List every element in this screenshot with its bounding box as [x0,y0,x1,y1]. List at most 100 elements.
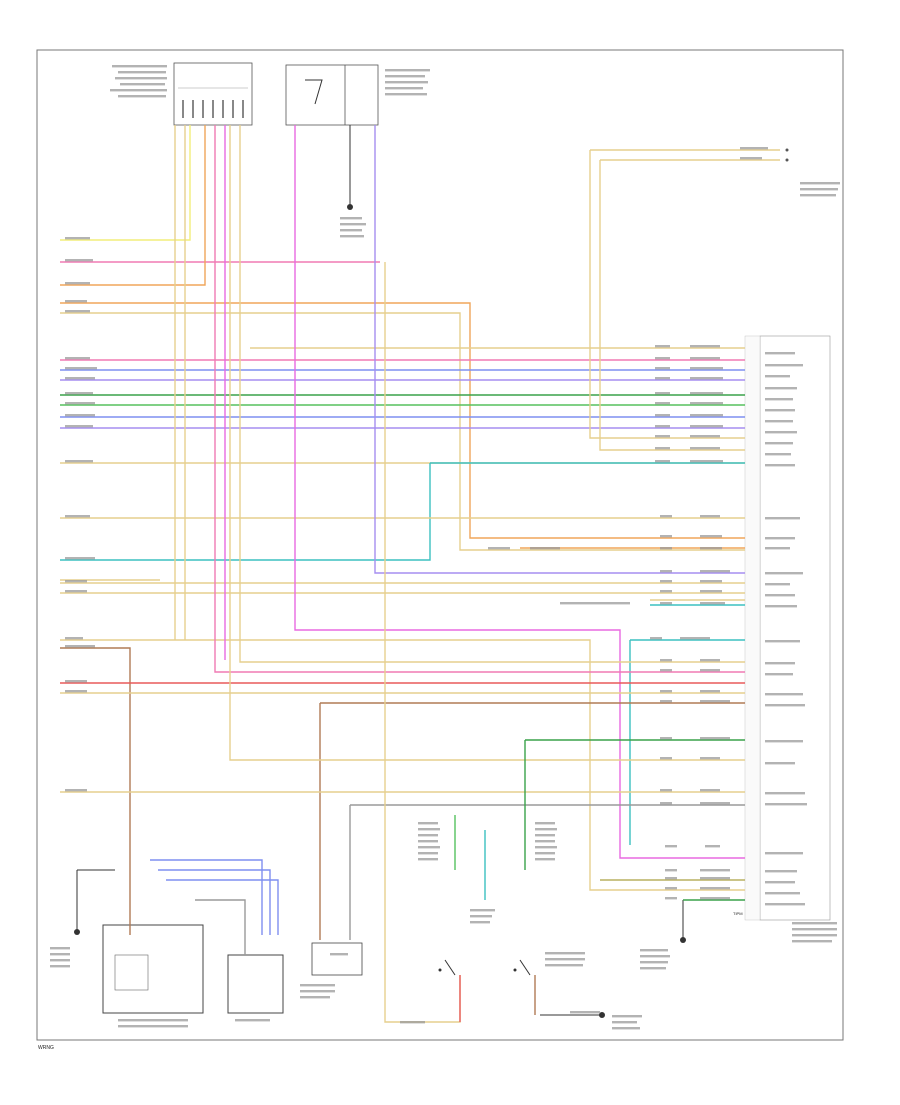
wire-blue-43 [166,879,279,935]
label-bar-88 [700,690,720,693]
label-bar-64 [660,515,672,518]
brake-switch-right [513,959,531,976]
label-bar-76 [660,590,672,593]
label-bar-24 [65,310,90,313]
label-bar-17 [800,182,840,185]
label-bar-179 [50,959,70,962]
label-bar-115 [765,420,793,423]
label-bar-152 [535,822,555,825]
label-bar-97 [660,802,672,805]
wire-brown-32 [319,702,745,940]
label-bar-178 [50,953,70,956]
neutral-switch-box [285,64,379,126]
label-bar-5 [118,95,166,98]
label-bar-3 [120,83,165,86]
instrument-cluster [227,954,284,1014]
label-bar-119 [765,464,795,467]
label-bar-39 [65,680,87,683]
label-bar-44 [655,357,670,360]
label-bar-62 [655,460,670,463]
label-bar-77 [700,590,722,593]
label-bar-8 [385,81,428,84]
brake-switch-left [438,959,456,976]
label-bar-167 [640,961,668,964]
label-bar-99 [665,845,677,848]
label-bar-128 [765,662,795,665]
label-bar-72 [660,570,672,573]
fuel-pump-module [102,924,204,1014]
label-bar-52 [655,402,670,405]
label-bar-151 [418,858,438,861]
pcm-connector [744,335,831,921]
label-bar-182 [118,1025,188,1028]
label-bar-105 [665,887,677,890]
label-bar-16 [740,157,762,160]
label-bar-116 [765,431,797,434]
label-bar-159 [470,909,495,912]
label-bar-162 [545,952,585,955]
label-bar-1 [118,71,166,74]
sensor-pin-2 [202,100,204,118]
wire-orange-3 [60,302,745,539]
label-bar-7 [385,75,425,78]
label-bar-132 [765,740,803,743]
sensor-pin-0 [182,100,184,118]
label-bar-38 [65,645,95,648]
label-bar-107 [665,897,677,900]
label-bar-171 [300,996,330,999]
label-bar-43 [690,345,720,348]
label-bar-13 [340,229,362,232]
footer-code: WRNG [38,1045,54,1051]
label-bar-20 [65,237,90,240]
label-bar-106 [700,887,730,890]
label-bar-94 [700,757,720,760]
label-bar-172 [612,1015,642,1018]
wire-dkgreen-36 [524,739,745,870]
sensor-pin-4 [222,100,224,118]
label-bar-114 [765,409,795,412]
label-bar-57 [690,425,723,428]
label-bar-173 [612,1021,637,1024]
label-bar-58 [655,435,670,438]
wire-tan-26 [60,639,745,891]
label-bar-158 [535,858,555,861]
label-bar-83 [660,659,672,662]
label-bar-118 [765,453,791,456]
label-bar-82 [680,637,710,640]
label-bar-90 [700,700,730,703]
sensor-pin-5 [232,100,234,118]
label-bar-95 [660,789,672,792]
label-bar-135 [765,803,807,806]
label-bar-15 [740,147,768,150]
label-bar-147 [418,834,438,837]
label-bar-123 [765,572,803,575]
label-bar-42 [655,345,670,348]
sensor-pin-1 [192,100,194,118]
label-bar-41 [65,789,87,792]
label-bar-49 [690,377,723,380]
label-bar-143 [792,934,837,937]
wire-tan-33 [229,125,745,761]
wire-tan-4 [60,312,745,551]
label-bar-91 [660,737,672,740]
label-bar-45 [690,357,720,360]
label-bar-93 [660,757,672,760]
label-bar-85 [660,669,672,672]
wire-blue-42 [158,869,271,935]
label-bar-86 [700,669,720,672]
label-bar-79 [660,602,672,605]
label-bar-56 [655,425,670,428]
wire-tan-16 [589,150,745,439]
label-bar-78 [560,602,630,605]
label-bar-140 [765,903,805,906]
label-bar-26 [65,367,97,370]
label-bar-126 [765,605,797,608]
label-bar-68 [660,547,672,550]
label-placeholders [50,65,840,1030]
label-bar-129 [765,673,793,676]
label-bar-4 [110,89,167,92]
label-bar-6 [385,69,430,72]
diagram-frame [36,49,844,1041]
